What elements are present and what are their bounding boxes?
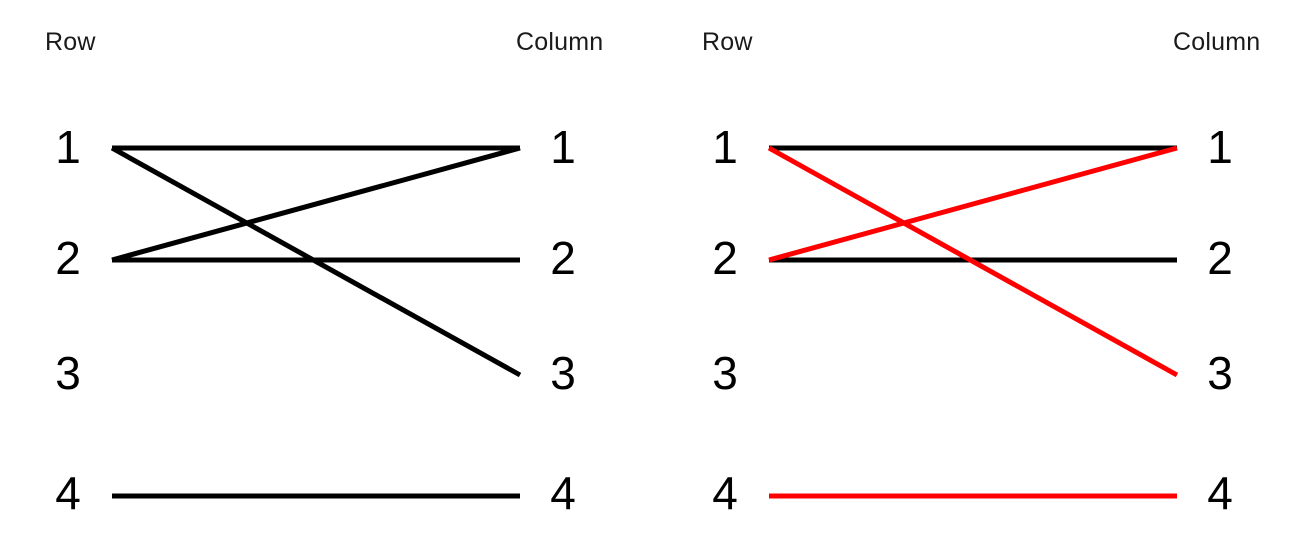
column-node-2: 2	[550, 232, 576, 284]
edge-row2-col1	[768, 145, 1178, 263]
edge-row2-col1	[111, 145, 521, 263]
diagram-panel-left: Row Column 1 2 3 4 1 2 3 4	[45, 28, 604, 519]
row-node-1: 1	[55, 121, 81, 173]
edge-canvas-left	[110, 145, 522, 499]
row-node-1: 1	[712, 121, 738, 173]
edge-canvas-right	[767, 145, 1179, 499]
header-label-column: Column	[516, 28, 604, 56]
column-node-4: 4	[550, 467, 576, 519]
row-node-2: 2	[712, 232, 738, 284]
row-node-4: 4	[55, 467, 81, 519]
edge-row1-col3	[767, 145, 1179, 378]
column-node-3: 3	[550, 347, 576, 399]
row-node-3: 3	[55, 347, 81, 399]
header-label-row: Row	[45, 28, 96, 56]
diagram-panel-right: Row Column 1 2 3 4 1 2 3 4	[657, 0, 1314, 557]
column-node-1: 1	[550, 121, 576, 173]
row-node-2: 2	[55, 232, 81, 284]
column-node-3: 3	[1207, 347, 1233, 399]
header-label-column: Column	[1173, 28, 1261, 56]
row-node-3: 3	[712, 347, 738, 399]
header-label-row: Row	[702, 28, 753, 56]
column-node-1: 1	[1207, 121, 1233, 173]
column-node-4: 4	[1207, 467, 1233, 519]
row-node-4: 4	[712, 467, 738, 519]
column-node-2: 2	[1207, 232, 1233, 284]
